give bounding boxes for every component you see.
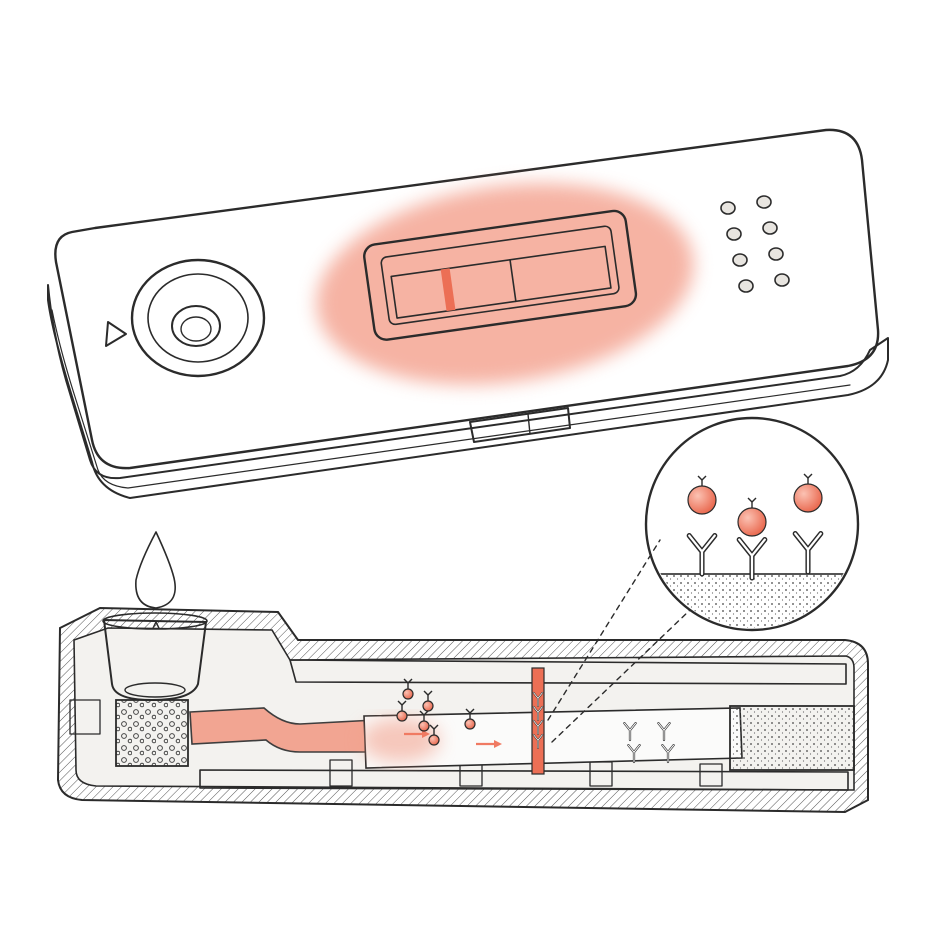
vent-hole: [774, 273, 790, 287]
conjugate-particle: [464, 708, 476, 730]
support-ribs: [69, 699, 723, 787]
cassette-latch: [469, 407, 571, 443]
cross-section: [56, 606, 869, 814]
vent-hole: [768, 247, 784, 261]
flow-arrows: [404, 730, 502, 748]
capture-antibody-large: [792, 531, 824, 575]
control-antibody: [623, 722, 637, 742]
conjugate-particle: [396, 700, 408, 722]
bound-particle: [737, 497, 767, 537]
control-antibodies: [623, 722, 675, 764]
flow-arrow-icon: [404, 730, 430, 738]
zoom-guide-lower: [551, 609, 691, 743]
cassette-side: [47, 284, 889, 499]
bound-particle: [687, 475, 717, 515]
conjugate-particle: [402, 678, 414, 700]
test-cassette: [47, 128, 889, 499]
captured-complex: [686, 475, 718, 577]
capture-antibody: [532, 719, 544, 735]
zoom-guide-upper: [547, 539, 661, 721]
inset-circle: [644, 416, 860, 632]
flow-arrow-icon: [476, 740, 502, 748]
control-zone-divider: [509, 258, 517, 303]
bottom-shelf: [199, 769, 849, 791]
window-wash: [316, 183, 694, 385]
control-antibody: [627, 744, 641, 764]
sample-well-top: [130, 258, 266, 378]
large-drop: [135, 531, 176, 609]
vent-hole: [720, 201, 736, 215]
sample-pad: [115, 699, 189, 767]
captured-complex: [792, 473, 824, 575]
control-antibody: [657, 722, 671, 742]
capture-antibody: [532, 733, 544, 749]
capture-antibody: [532, 691, 544, 707]
vent-hole: [738, 279, 754, 293]
capture-antibody-large: [686, 533, 718, 577]
conjugate-particle: [428, 724, 440, 746]
membrane-capture-antibodies: [532, 691, 544, 749]
absorbent-pad: [729, 705, 855, 771]
vent-hole: [762, 221, 778, 235]
latch-split: [527, 413, 531, 435]
captured-complex: [736, 497, 768, 581]
triangle-arrow-icon: [105, 321, 127, 347]
vent-hole: [726, 227, 742, 241]
membrane-view: [390, 245, 612, 319]
vent-hole: [732, 253, 748, 267]
cassette-top-face: [54, 128, 880, 470]
result-window: [363, 209, 638, 341]
conjugate-particles: [396, 678, 476, 746]
control-antibody: [661, 744, 675, 764]
capture-antibody: [532, 705, 544, 721]
top-shelf: [289, 659, 847, 685]
bound-particle: [793, 473, 823, 513]
conjugate-particle: [418, 710, 430, 732]
vent-holes: [720, 195, 790, 293]
cassette-side-seam: [51, 309, 851, 489]
captured-complexes: [686, 473, 824, 581]
vent-hole: [756, 195, 772, 209]
test-line-band: [440, 268, 456, 312]
capture-antibody-large: [736, 537, 768, 581]
